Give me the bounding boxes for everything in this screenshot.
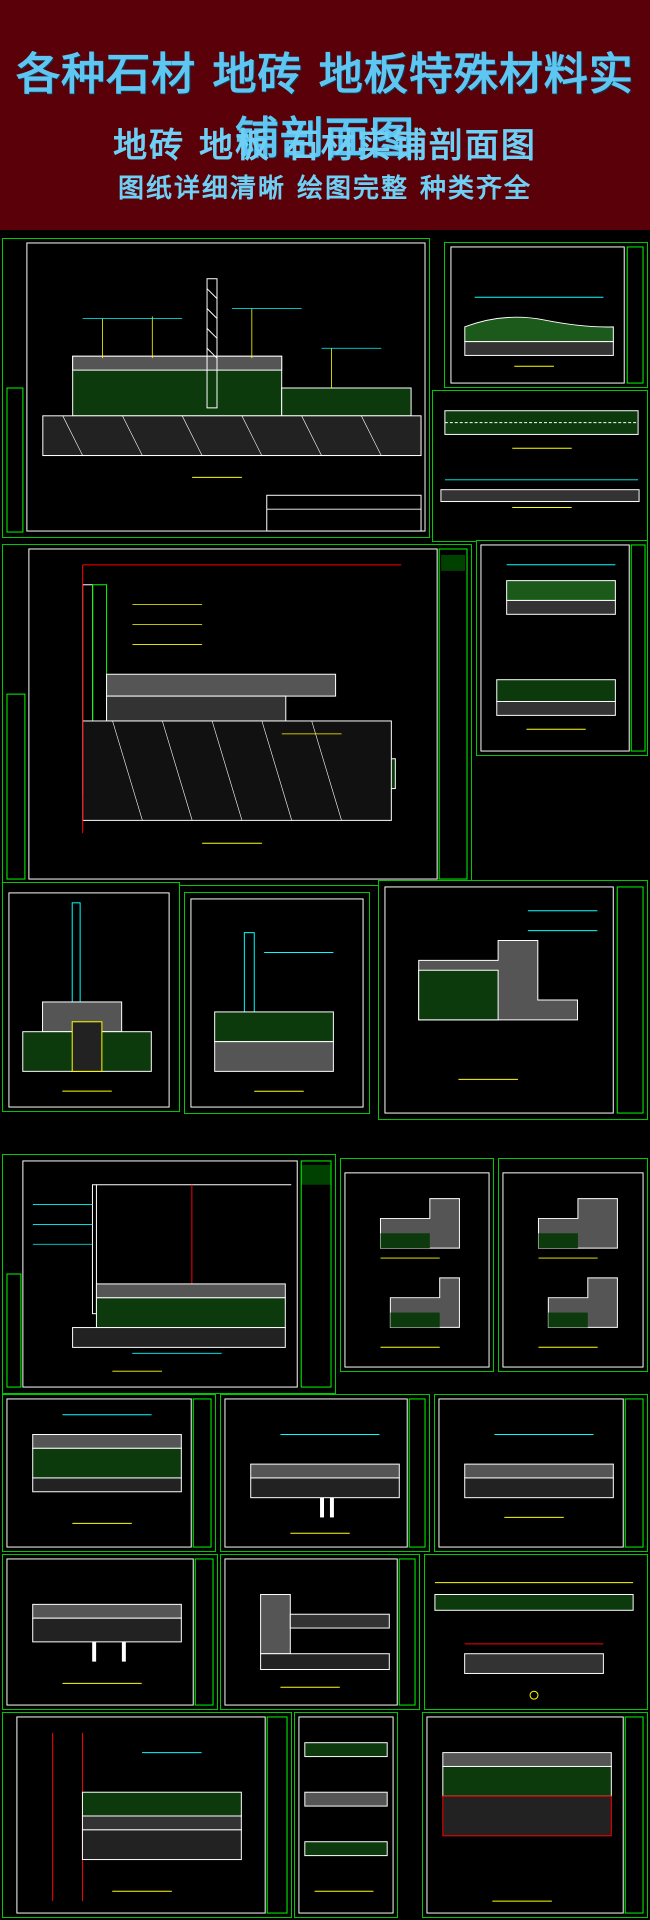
- tagline: 图纸详细清晰 绘图完整 种类齐全: [117, 174, 533, 204]
- drawing-sheet: [2, 1154, 336, 1394]
- drawing-sheet: [498, 1158, 648, 1372]
- drawing-sheet: [476, 540, 648, 756]
- drawing-sheets-collage: [0, 232, 650, 1920]
- drawing-sheet: [2, 882, 180, 1112]
- drawing-sheet: [2, 1712, 292, 1918]
- drawing-sheet: [220, 1554, 420, 1710]
- drawing-sheet: [432, 390, 648, 542]
- drawing-sheet: [340, 1158, 494, 1372]
- drawing-sheet: [434, 1394, 648, 1552]
- drawing-sheet: [424, 1554, 648, 1710]
- drawing-sheet: [2, 544, 472, 886]
- title-banner: 各种石材 地砖 地板特殊材料实铺剖面图 地砖 地板 石材实铺剖面图 图纸详细清晰…: [0, 0, 650, 230]
- main-title: 各种石材 地砖 地板特殊材料实铺剖面图: [16, 49, 634, 164]
- drawing-sheet: [444, 242, 648, 388]
- drawing-sheet: [422, 1712, 648, 1918]
- drawing-sheet: [2, 238, 430, 538]
- drawing-sheet: [294, 1712, 398, 1918]
- drawing-sheet: [2, 1554, 218, 1710]
- drawing-sheet: [184, 892, 370, 1114]
- drawing-sheet: [220, 1394, 430, 1552]
- drawing-sheet: [378, 880, 648, 1120]
- drawing-sheet: [2, 1394, 216, 1552]
- subtitle: 地砖 地板 石材实铺剖面图: [113, 126, 537, 166]
